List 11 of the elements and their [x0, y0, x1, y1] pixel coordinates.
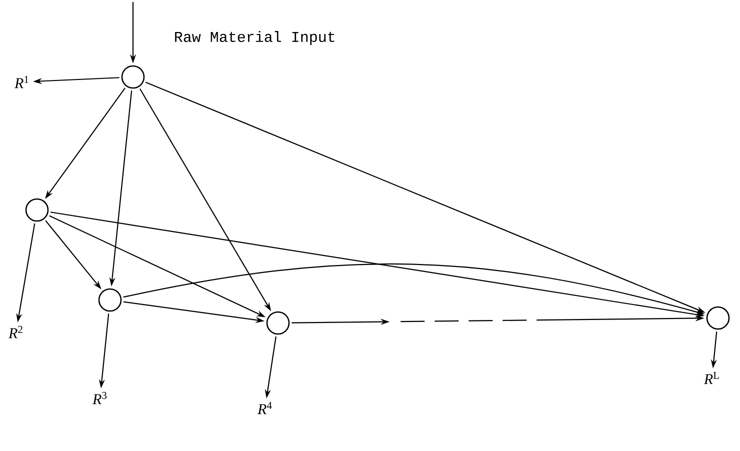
input-label: Raw Material Input [175, 31, 334, 45]
node-label: R$^{2}$ [8, 326, 22, 338]
node-circle [25, 198, 49, 222]
node-circle [121, 65, 145, 89]
node-label: R$^{1}$ [14, 76, 28, 88]
node-circle [706, 306, 730, 330]
node-label: R$^{4}$ [257, 402, 272, 414]
node-circle [266, 311, 290, 335]
node-circle [98, 288, 122, 312]
node-label: R$^{L}$ [704, 372, 719, 384]
node-label: R$^{3}$ [92, 392, 107, 404]
